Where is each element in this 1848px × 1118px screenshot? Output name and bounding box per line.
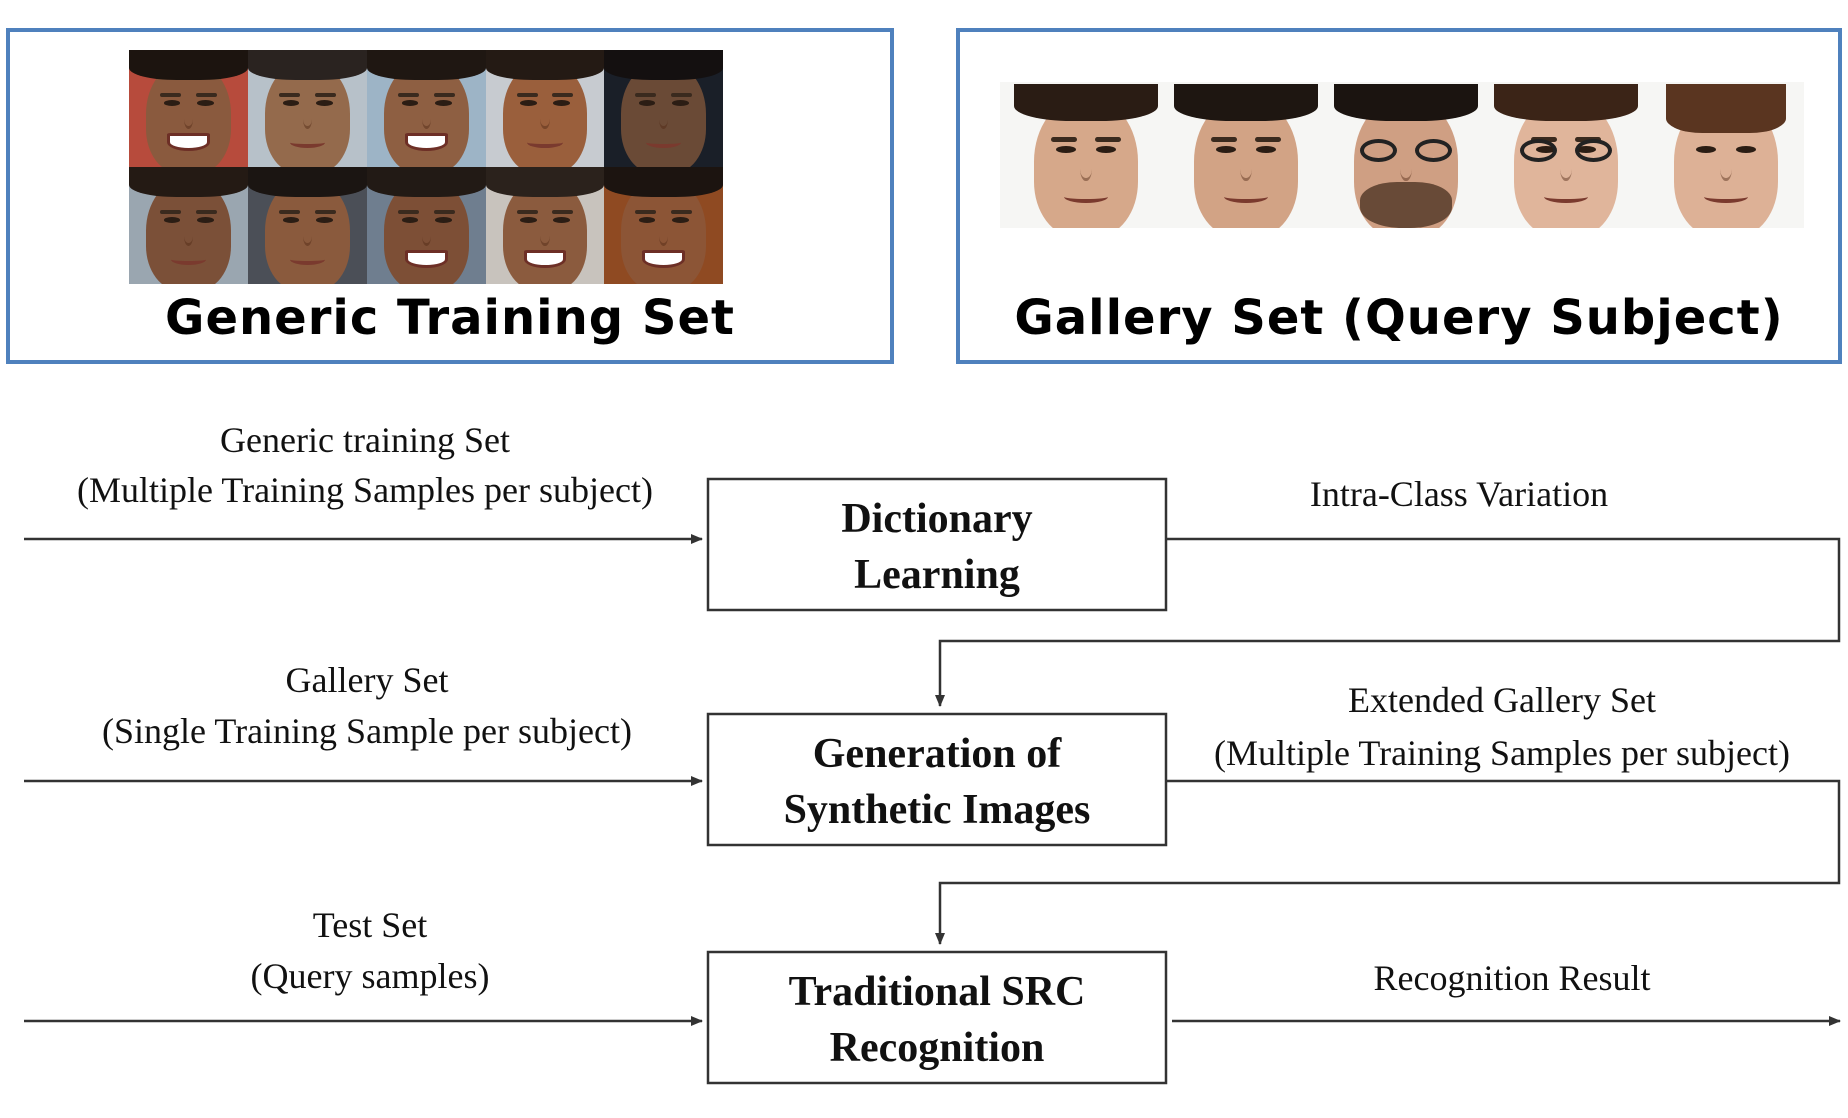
synthetic-generation-box — [706, 712, 1168, 847]
gallery-set-panel: Gallery Set (Query Subject) — [956, 28, 1842, 364]
generic-face-8 — [367, 167, 486, 284]
generic-face-4 — [486, 50, 604, 167]
generic-input-label-1: Generic training Set — [220, 420, 510, 460]
extended-gallery-connector — [935, 779, 1841, 945]
gallery-face-5 — [1654, 84, 1798, 228]
gallery-face-2 — [1174, 84, 1318, 228]
generation-box-line1: Generation of — [813, 731, 1062, 777]
dictionary-learning-box — [706, 477, 1168, 612]
generic-face-10 — [604, 167, 723, 284]
recognition-result-label: Recognition Result — [1374, 958, 1651, 998]
gallery-face-3 — [1334, 84, 1478, 228]
generic-face-6 — [129, 167, 248, 284]
intra-class-connector — [935, 537, 1841, 707]
dictionary-box-line2: Learning — [854, 552, 1020, 598]
generic-face-9 — [486, 167, 604, 284]
gallery-set-title: Gallery Set (Query Subject) — [1014, 290, 1784, 346]
gallery-input-label-1: Gallery Set — [286, 660, 449, 700]
generic-training-title: Generic Training Set — [165, 290, 735, 346]
generation-box-line2: Synthetic Images — [784, 787, 1091, 833]
gallery-face-4 — [1494, 84, 1638, 228]
gallery-face-1 — [1014, 84, 1158, 228]
generic-face-3 — [367, 50, 486, 167]
extended-gallery-label-1: Extended Gallery Set — [1348, 680, 1656, 720]
intra-class-label: Intra-Class Variation — [1310, 474, 1608, 514]
dictionary-box-line1: Dictionary — [841, 496, 1032, 542]
recognition-box-line2: Recognition — [830, 1025, 1045, 1071]
generic-face-7 — [248, 167, 367, 284]
generic-training-face-grid — [129, 50, 723, 284]
extended-gallery-label-2: (Multiple Training Samples per subject) — [1214, 733, 1790, 773]
generic-face-5 — [604, 50, 723, 167]
generic-training-panel: Generic Training Set — [6, 28, 894, 364]
test-input-label-2: (Query samples) — [251, 956, 490, 996]
generic-input-label-2: (Multiple Training Samples per subject) — [77, 470, 653, 510]
src-recognition-box — [706, 950, 1168, 1085]
generic-face-2 — [248, 50, 367, 167]
generic-face-1 — [129, 50, 248, 167]
test-input-label-1: Test Set — [313, 905, 427, 945]
gallery-input-label-2: (Single Training Sample per subject) — [102, 711, 632, 751]
gallery-face-row — [1000, 82, 1804, 228]
recognition-box-line1: Traditional SRC — [789, 969, 1086, 1015]
